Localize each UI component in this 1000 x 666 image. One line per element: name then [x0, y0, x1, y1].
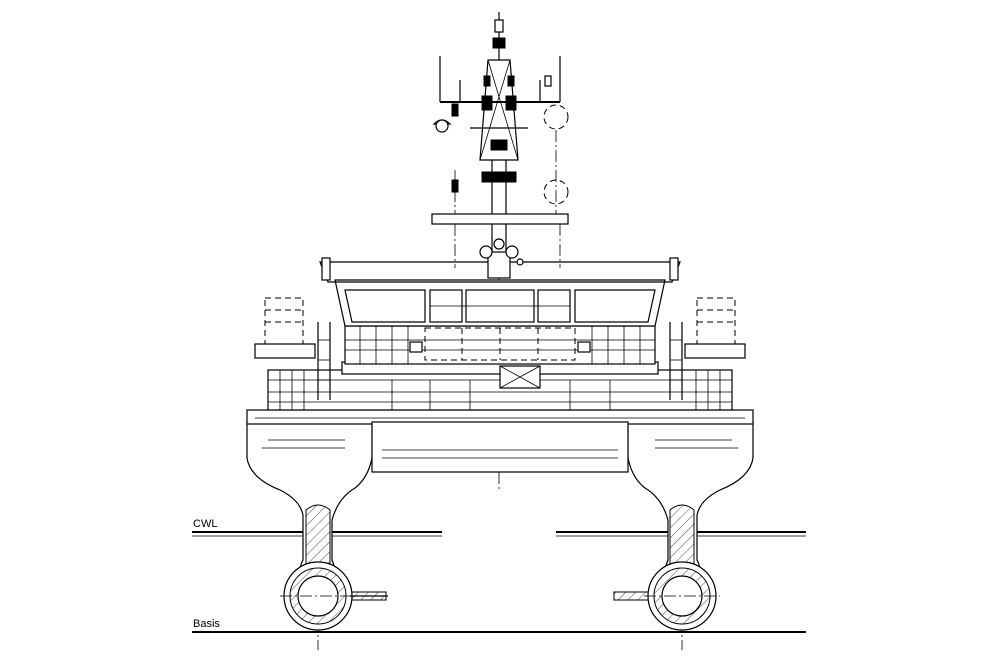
wheelhouse-windows [344, 289, 656, 323]
right-side-davit [669, 297, 746, 400]
cross-deck [246, 399, 754, 473]
right-torpedo-pod [613, 561, 720, 631]
left-demihull [246, 419, 373, 573]
cwl-label: CWL [193, 518, 217, 530]
wheelhouse [319, 257, 681, 327]
mast-top [432, 12, 569, 161]
upper-deck [344, 325, 656, 365]
basis-label: Basis [193, 618, 220, 630]
waterline-group: CWL Basis [192, 518, 806, 633]
right-demihull [627, 419, 754, 573]
left-side-davit [254, 297, 331, 400]
left-torpedo-pod [280, 561, 388, 631]
mast [431, 130, 569, 279]
main-deck [267, 361, 733, 411]
